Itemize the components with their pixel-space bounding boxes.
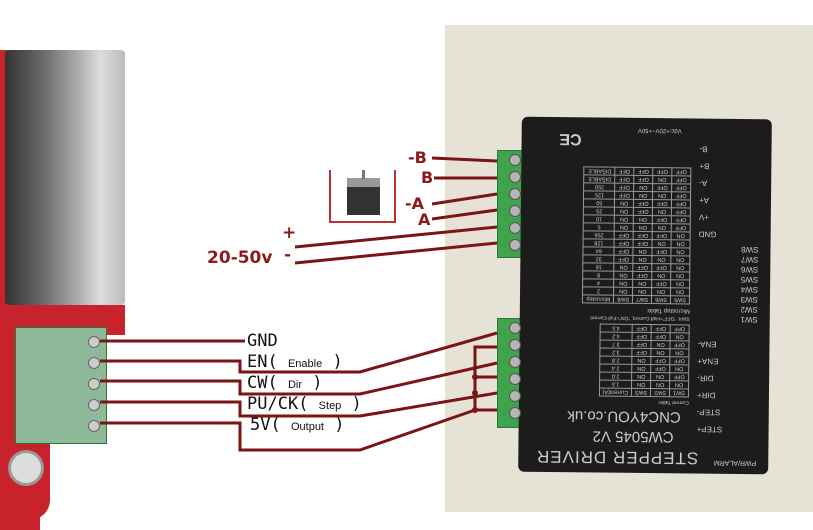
terminal-screw[interactable] bbox=[509, 390, 521, 402]
terminal-screw[interactable] bbox=[509, 373, 521, 385]
controller-label: 5V( Output ) bbox=[250, 415, 345, 435]
signal-description: Output bbox=[290, 421, 324, 433]
signal-name: CW bbox=[247, 373, 268, 393]
motor-bracket bbox=[329, 170, 396, 223]
label-voltage: 20-50v bbox=[207, 248, 273, 268]
label-minus-b: -B bbox=[408, 148, 427, 167]
wire-minus-a bbox=[431, 192, 498, 206]
wire-en bbox=[100, 331, 498, 374]
mounting-hole bbox=[8, 450, 44, 486]
wire-power-minus bbox=[294, 241, 498, 265]
terminal-screw[interactable] bbox=[509, 322, 521, 334]
junction-dot bbox=[472, 390, 478, 396]
terminal-screw[interactable] bbox=[509, 171, 521, 183]
signal-name: PU/CK bbox=[247, 394, 299, 414]
wire-pu bbox=[100, 391, 498, 418]
controller-terminal-screw[interactable] bbox=[88, 357, 100, 369]
wire-a bbox=[431, 208, 498, 221]
controller-label: EN( Enable ) bbox=[247, 352, 343, 372]
signal-name: 5V bbox=[250, 415, 271, 435]
terminal-screw[interactable] bbox=[509, 339, 521, 351]
label-minus: - bbox=[284, 245, 292, 265]
wire-common bbox=[473, 345, 497, 412]
stepper-motor-icon bbox=[347, 170, 380, 215]
controller-board bbox=[0, 50, 130, 530]
wire-minus-b bbox=[431, 156, 498, 163]
label-minus-a: -A bbox=[405, 194, 425, 213]
terminal-screw[interactable] bbox=[509, 407, 521, 419]
signal-name: GND bbox=[247, 331, 278, 351]
terminal-screw[interactable] bbox=[509, 205, 521, 217]
junction-dot bbox=[472, 374, 478, 380]
terminal-screw[interactable] bbox=[509, 356, 521, 368]
signal-description: Step bbox=[318, 400, 342, 412]
label-b: B bbox=[421, 168, 434, 187]
terminal-screw[interactable] bbox=[509, 239, 521, 251]
terminal-screw[interactable] bbox=[509, 222, 521, 234]
controller-terminal-screw[interactable] bbox=[88, 378, 100, 390]
controller-label: CW( Dir ) bbox=[247, 373, 323, 393]
junction-dot bbox=[472, 407, 478, 413]
wire-5v bbox=[100, 408, 476, 452]
terminal-screw[interactable] bbox=[509, 188, 521, 200]
controller-label: PU/CK( Step ) bbox=[247, 394, 362, 414]
terminal-screw[interactable] bbox=[509, 154, 521, 166]
wire-power-plus bbox=[294, 225, 498, 249]
signal-description: Dir bbox=[287, 379, 303, 391]
controller-terminal-screw[interactable] bbox=[88, 420, 100, 432]
label-a: A bbox=[418, 210, 431, 229]
db25-connector bbox=[5, 50, 125, 305]
controller-label: GND bbox=[247, 331, 278, 351]
signal-description: Enable bbox=[287, 358, 323, 370]
wire-cw bbox=[100, 361, 498, 396]
signal-name: EN bbox=[247, 352, 268, 372]
controller-terminal-screw[interactable] bbox=[88, 399, 100, 411]
label-plus: + bbox=[282, 223, 297, 243]
controller-terminal-screw[interactable] bbox=[88, 336, 100, 348]
